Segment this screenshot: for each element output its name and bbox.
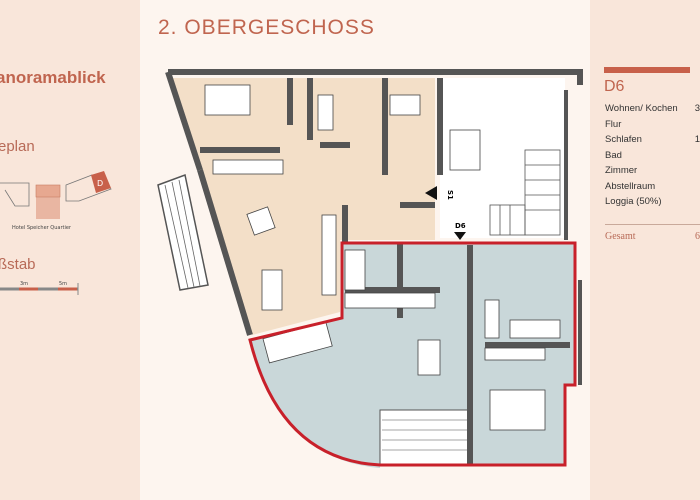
room-row: Zimmer xyxy=(605,165,638,176)
total-value: 6 xyxy=(695,231,700,242)
page-title: 2. OBERGESCHOSS xyxy=(158,16,375,39)
scale-heading: ßstab xyxy=(0,256,36,273)
lift xyxy=(449,129,481,171)
project-subheading: anoramablick xyxy=(0,68,106,87)
bed-d6 xyxy=(489,389,546,431)
unit-accent-bar xyxy=(604,67,690,73)
siteplan-diagram: D xyxy=(0,171,112,219)
scale-label-5m: 5m xyxy=(59,281,68,287)
total-row: Gesamt 6 xyxy=(605,231,700,242)
dining-table-d6 xyxy=(417,339,441,376)
siteplan-caption: Hotel Speicher Quartier xyxy=(12,225,71,231)
bed xyxy=(204,84,251,116)
apartment-other xyxy=(168,78,435,335)
stair-label: S1 xyxy=(446,190,454,200)
right-panel xyxy=(590,0,700,500)
total-divider xyxy=(605,224,700,225)
scale-label-3m: 3m xyxy=(20,281,29,287)
total-label: Gesamt xyxy=(605,231,636,242)
kitchen-d6 xyxy=(344,292,436,309)
left-panel xyxy=(0,0,140,500)
unit-name: D6 xyxy=(604,78,625,95)
entry-arrow-icon xyxy=(454,232,466,240)
scale-bar xyxy=(0,283,79,295)
dining-table xyxy=(261,269,283,311)
loggia xyxy=(379,409,471,466)
kitchen xyxy=(321,214,337,296)
room-row: Loggia (50%) xyxy=(605,196,662,207)
siteplan-marker: D xyxy=(97,179,103,188)
unit-entry-label: D6 xyxy=(455,222,466,230)
stairs xyxy=(489,149,561,236)
stair-arrow-icon xyxy=(425,186,437,200)
room-row: Bad xyxy=(605,149,622,161)
siteplan-heading: eplan xyxy=(0,138,35,155)
room-row: Abstellraum xyxy=(605,180,656,192)
sofa xyxy=(212,159,284,175)
balcony xyxy=(157,173,209,291)
room-row: Flur xyxy=(605,118,622,130)
furniture xyxy=(204,84,561,431)
walls xyxy=(165,69,583,465)
bathtub xyxy=(344,249,366,291)
d6-highlight-outline xyxy=(248,241,577,467)
